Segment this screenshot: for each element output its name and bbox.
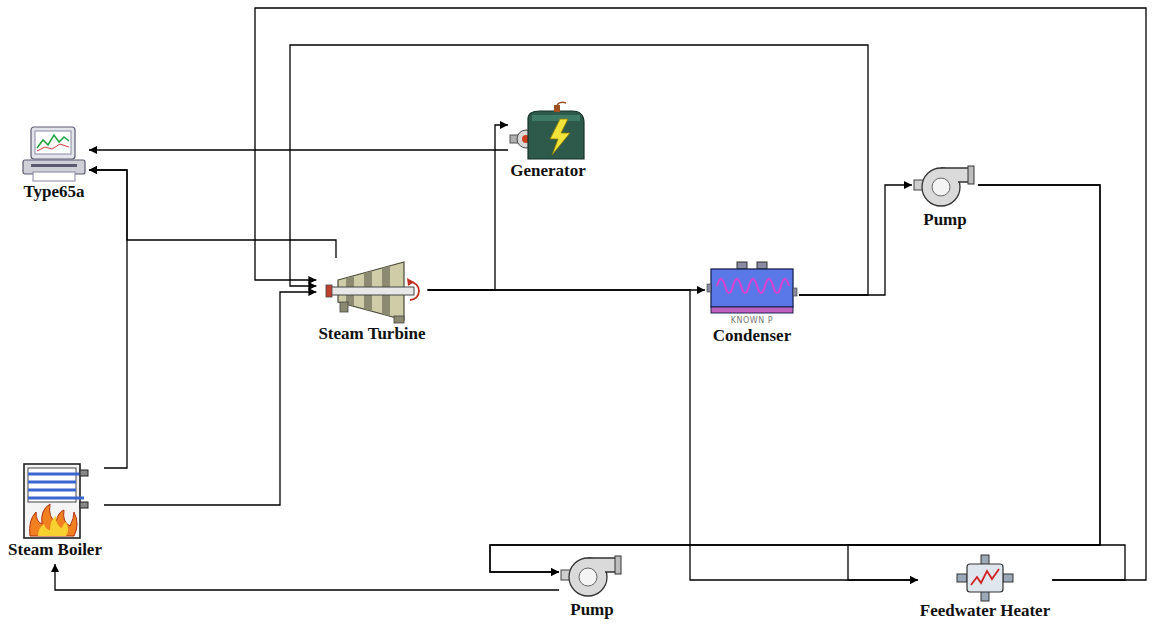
component-label: Pump (570, 600, 613, 620)
component-node: Pump (559, 550, 625, 624)
pipe-connector (89, 170, 127, 468)
icon-space (510, 105, 586, 161)
icon-caption: KNOWN P (731, 316, 773, 326)
component-label: Type65a (23, 182, 84, 202)
pipe-connector (428, 290, 918, 580)
pipe-connector (490, 185, 1100, 572)
icon-space (914, 160, 976, 210)
pipe-connector (104, 292, 316, 505)
component-node: Feedwater Heater (918, 555, 1052, 625)
pipe-connector (290, 45, 868, 295)
turbine-icon (326, 262, 419, 323)
component-label: Steam Turbine (318, 324, 425, 344)
pipe-connector (89, 170, 336, 258)
icon-space (957, 555, 1013, 601)
component-node: Type65a (19, 126, 89, 206)
component-label: Feedwater Heater (920, 601, 1050, 621)
component-label: Generator (510, 161, 586, 181)
icon-space (21, 126, 87, 182)
pump-icon (561, 556, 621, 596)
icon-space (561, 550, 623, 600)
component-node: KNOWN PCondenser (705, 262, 799, 350)
heater-icon (957, 555, 1013, 601)
component-node: Generator (508, 105, 588, 185)
pipe-connector (848, 185, 1100, 580)
boiler-icon (24, 464, 88, 538)
component-node: Steam Boiler (6, 462, 104, 564)
pipe-connector (428, 125, 508, 290)
icon-space (707, 262, 797, 316)
condenser-icon (707, 262, 797, 313)
component-node: Pump (912, 160, 978, 234)
pipe-connector (799, 185, 912, 295)
component-label: Pump (923, 210, 966, 230)
icon-space (22, 462, 88, 540)
component-label: Condenser (713, 326, 791, 346)
pipe-connector (89, 149, 508, 150)
generator-icon (510, 102, 584, 159)
component-node: Steam Turbine (316, 258, 427, 348)
pipe-connector (255, 8, 1146, 580)
pump-icon (914, 166, 974, 206)
pipe-connector (55, 564, 559, 590)
icon-space (324, 258, 420, 324)
plotter-icon (23, 127, 85, 181)
component-label: Steam Boiler (8, 540, 102, 560)
